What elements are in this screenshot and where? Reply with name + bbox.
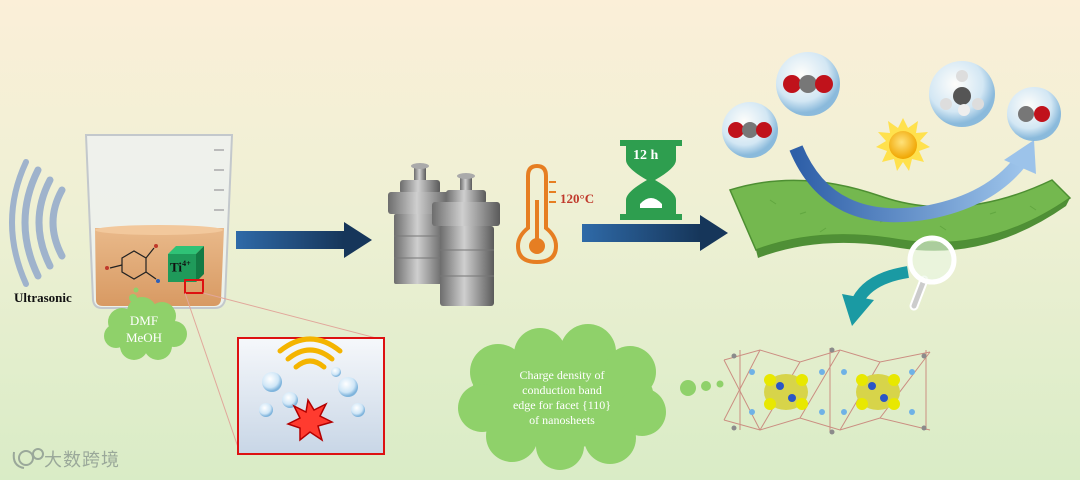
caption-line-3: edge for facet {110} xyxy=(512,398,612,412)
hourglass-icon xyxy=(620,140,682,220)
charge-density-structure xyxy=(723,347,931,435)
caption-line-1: Charge density of xyxy=(519,368,605,382)
zoom-line-left xyxy=(184,292,241,454)
zoom-line-right xyxy=(202,292,385,341)
solvent-cloud xyxy=(104,287,187,360)
solvent-label-meoh: MeOH xyxy=(125,330,163,345)
ti-symbol: Ti xyxy=(170,259,183,275)
ultrasonic-label: Ultrasonic xyxy=(14,290,72,305)
autoclave-icon-2 xyxy=(432,173,500,306)
co2-molecule-icon-2 xyxy=(776,52,840,116)
ti-charge: 4+ xyxy=(182,259,191,268)
temperature-label: 120°C xyxy=(560,191,595,206)
ch4-molecule-icon xyxy=(929,61,995,127)
conversion-curve-arrow xyxy=(789,145,1026,223)
process-arrow-1 xyxy=(236,222,372,258)
highlight-box xyxy=(184,279,204,294)
watermark-text: 大数跨境 xyxy=(44,450,120,471)
conversion-arrowhead xyxy=(1004,140,1036,174)
ti-cube-icon xyxy=(168,246,204,282)
duration-label: 12 h xyxy=(633,148,659,163)
magnifier-icon xyxy=(907,235,957,311)
caption-line-2: conduction band xyxy=(522,383,602,397)
thermometer-icon xyxy=(515,163,559,265)
zoom-arrow xyxy=(842,266,910,326)
co-molecule-icon xyxy=(1007,87,1061,141)
process-arrow-2 xyxy=(582,215,728,251)
sonication-inset xyxy=(237,336,385,455)
ti-ion-label: Ti4+ xyxy=(170,259,191,275)
linker-molecule-icon xyxy=(105,244,160,283)
solvent-label-dmf: DMF xyxy=(129,313,159,328)
co2-molecule-icon xyxy=(722,102,778,158)
watermark-logo-icon xyxy=(12,448,44,469)
ultrasonic-waves-icon xyxy=(9,159,66,287)
caption-line-4: of nanosheets xyxy=(529,413,595,427)
caption-cloud xyxy=(458,324,724,470)
sun-icon xyxy=(876,118,930,171)
